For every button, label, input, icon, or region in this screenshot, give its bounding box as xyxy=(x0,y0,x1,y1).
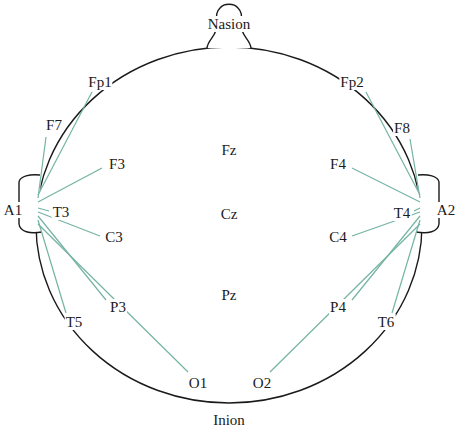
electrode-label: O1 xyxy=(188,375,208,391)
landmark-label: Nasion xyxy=(207,16,252,32)
electrode-label: T6 xyxy=(377,314,396,330)
electrode-label: Fp2 xyxy=(339,74,364,90)
electrode-label: C3 xyxy=(104,229,124,245)
electrode-label: P3 xyxy=(109,299,127,315)
electrode-label: Fz xyxy=(221,142,238,158)
electrode-label: Pz xyxy=(221,287,238,303)
electrode-label: F8 xyxy=(393,120,411,136)
electrode-label: F7 xyxy=(45,117,63,133)
electrode-label: Fp1 xyxy=(87,74,112,90)
electrode-label: C4 xyxy=(328,229,348,245)
electrode-label: P4 xyxy=(329,299,347,315)
reference-electrode-label: A1 xyxy=(3,202,23,218)
electrode-label: Cz xyxy=(220,206,239,222)
head-outline xyxy=(36,47,422,403)
electrode-label: T4 xyxy=(393,205,412,221)
nose xyxy=(207,4,251,48)
electrode-label: O2 xyxy=(252,375,272,391)
electrode-label: F3 xyxy=(108,156,126,172)
reference-wires xyxy=(38,92,420,372)
reference-electrode-label: A2 xyxy=(436,202,456,218)
electrode-label: T5 xyxy=(65,314,84,330)
electrode-label: F4 xyxy=(329,156,347,172)
landmark-label: Inion xyxy=(212,412,246,428)
electrode-label: T3 xyxy=(52,204,71,220)
